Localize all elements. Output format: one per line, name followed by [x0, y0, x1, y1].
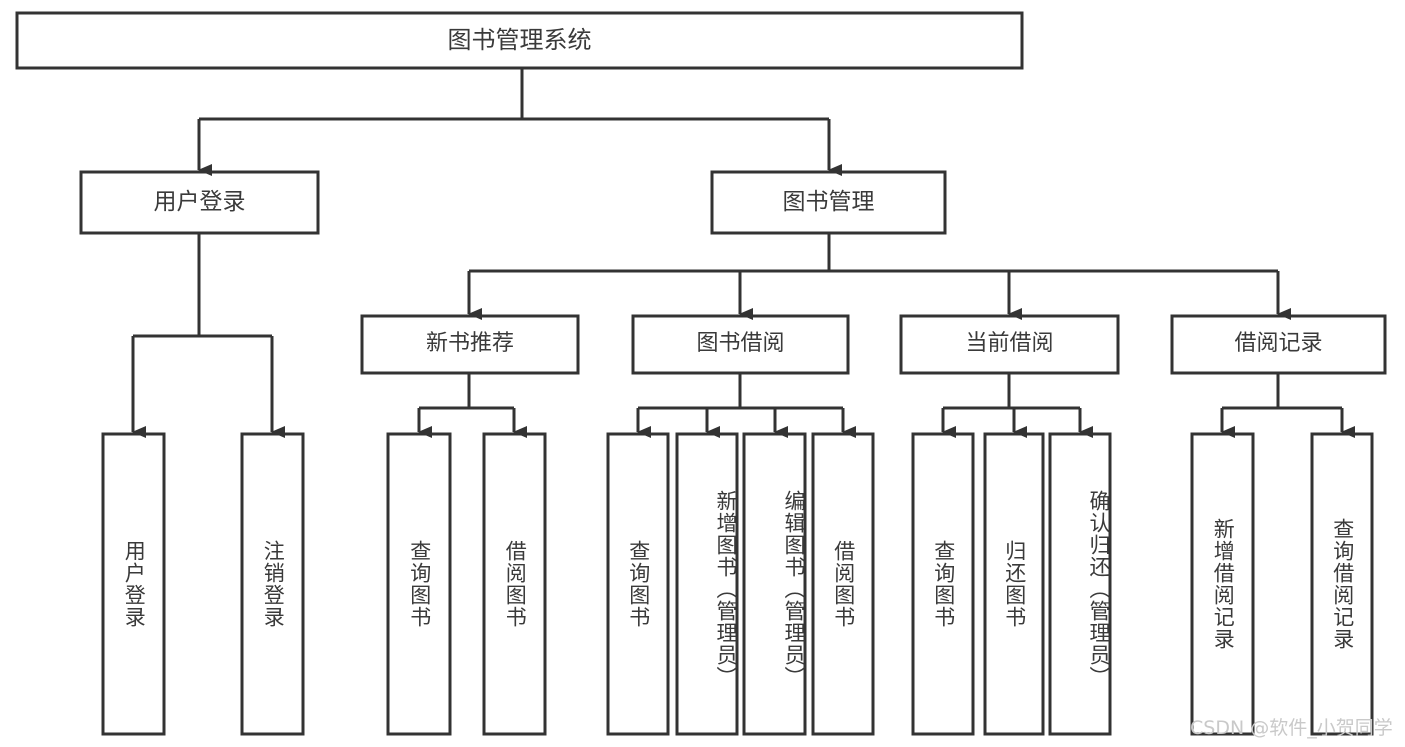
- node-box-current-borrow[interactable]: [899, 314, 1120, 375]
- node-box-user-login[interactable]: [79, 170, 320, 235]
- node-box-leaf-confirm-return[interactable]: [1048, 432, 1112, 736]
- node-box-book-manage[interactable]: [710, 170, 947, 235]
- node-box-leaf-borrow-book-2[interactable]: [811, 432, 875, 736]
- node-box-leaf-query-book-3[interactable]: [911, 432, 975, 736]
- node-box-leaf-add-record[interactable]: [1190, 432, 1255, 736]
- node-box-leaf-query-record[interactable]: [1310, 432, 1374, 736]
- node-box-leaf-borrow-book-1[interactable]: [482, 432, 547, 736]
- node-box-leaf-return-book[interactable]: [983, 432, 1045, 736]
- node-box-leaf-edit-book[interactable]: [742, 432, 807, 736]
- node-box-new-book[interactable]: [360, 314, 580, 375]
- node-box-borrow-records[interactable]: [1170, 314, 1387, 375]
- node-box-leaf-add-book[interactable]: [675, 432, 739, 736]
- node-box-leaf-query-book-1[interactable]: [386, 432, 452, 736]
- node-box-leaf-logout[interactable]: [240, 432, 305, 736]
- node-box-root[interactable]: [15, 11, 1024, 70]
- node-box-leaf-user-login[interactable]: [101, 432, 166, 736]
- node-box-borrow[interactable]: [631, 314, 850, 375]
- node-box-leaf-query-book-2[interactable]: [606, 432, 670, 736]
